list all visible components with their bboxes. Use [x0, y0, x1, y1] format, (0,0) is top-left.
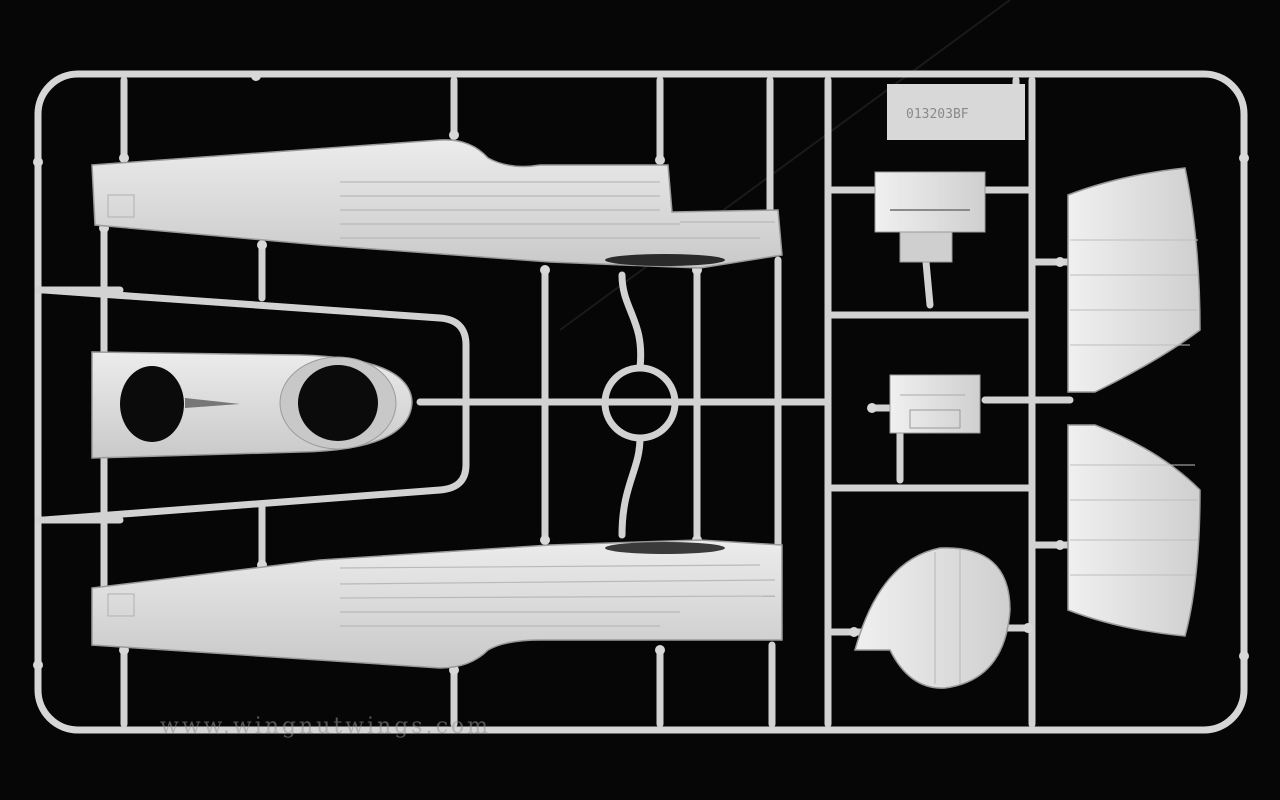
background-line — [559, 0, 1011, 331]
part-number-text: 013203BF — [906, 107, 969, 122]
watermark-text: www.wingnutwings.com — [160, 714, 492, 739]
elevator-part-upper — [1067, 167, 1201, 393]
fuselage-half-upper — [91, 139, 783, 269]
bulkhead-part-middle — [889, 374, 981, 434]
fuselage-half-lower — [91, 539, 783, 669]
elevator-part-lower — [1067, 424, 1201, 637]
rudder-part — [854, 547, 1011, 689]
sprue-runners — [34, 76, 1074, 728]
sprue-frame — [34, 70, 1248, 734]
part-number-tag: 013203BF — [887, 84, 1025, 140]
bulkhead-part-upper — [874, 171, 986, 263]
cowling-part — [91, 351, 413, 459]
